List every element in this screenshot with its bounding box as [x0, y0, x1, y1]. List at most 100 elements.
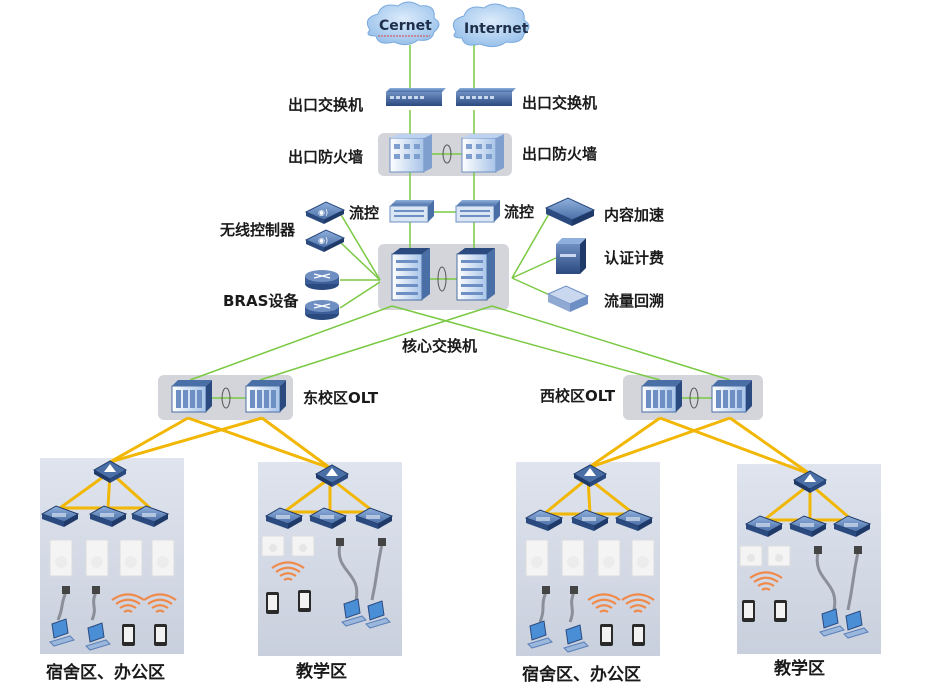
zone-label-teach-west: 教学区: [774, 659, 825, 679]
wireless-ap-icon: [291, 535, 315, 557]
phone-icon: [632, 624, 645, 646]
wireless-ap-icon: [631, 539, 655, 577]
wifi-signal-icon: [143, 593, 177, 613]
bras-label: BRAS设备: [223, 292, 299, 310]
zone-label-dorm-east: 宿舍区、办公区: [46, 663, 165, 683]
fiber-cable-icon: [56, 586, 70, 621]
traffic-trace-icon: [546, 285, 590, 312]
wireless-controller-icon-1: ◉): [304, 201, 346, 224]
zone-label-dorm-west: 宿舍区、办公区: [522, 665, 641, 685]
olt-west-link-ellipse: [689, 387, 699, 409]
egress-switch-left-label: 出口交换机: [288, 96, 364, 114]
wireless-ap-icon: [597, 539, 621, 577]
onu-switch-icon: [354, 507, 394, 529]
optical-splitter-icon: [792, 470, 828, 493]
wireless-ap-icon: [85, 539, 109, 577]
core-switch-right-icon: [456, 248, 495, 301]
phone-icon: [154, 624, 167, 646]
desktop-pc-icon: [563, 624, 589, 653]
optical-splitter-icon: [572, 464, 608, 487]
olt-west-label: 西校区OLT: [540, 387, 616, 405]
desktop-pc-icon: [365, 600, 391, 629]
phone-icon: [774, 600, 787, 622]
olt-east-link-ellipse: [221, 387, 231, 409]
onu-switch-icon: [788, 515, 828, 537]
phone-icon: [122, 624, 135, 646]
wireless-ap-icon: [739, 545, 763, 567]
desktop-pc-icon: [819, 608, 845, 637]
wireless-ap-icon: [261, 535, 285, 557]
fiber-links: [59, 416, 853, 522]
core-switch-label: 核心交换机: [402, 337, 478, 355]
fiber-cable-icon: [538, 586, 550, 623]
fiber-cable-icon: [90, 586, 100, 621]
fiber-cable-icon: [814, 546, 837, 611]
egress-firewall-right-label: 出口防火墙: [522, 145, 598, 163]
svg-text:◉): ◉): [318, 236, 328, 245]
cloud-internet-label: Internet: [464, 21, 529, 37]
olt-east-left-icon: [171, 380, 212, 413]
firewall-link-ellipse: [442, 144, 452, 164]
wireless-ap-icon: [525, 539, 549, 577]
auth-billing-icon: [556, 238, 586, 274]
wireless-controller-label: 无线控制器: [220, 221, 296, 239]
olt-west-right-icon: [711, 380, 752, 413]
desktop-pc-icon: [527, 620, 553, 649]
content-accel-icon: [544, 197, 596, 226]
onu-switch-icon: [570, 509, 610, 531]
flow-control-left-label: 流控: [349, 204, 380, 222]
cloud-cernet: [366, 1, 440, 46]
egress-firewall-left-label: 出口防火墙: [288, 148, 364, 166]
wireless-ap-icon: [767, 545, 791, 567]
cloud-cernet-label: Cernet: [379, 18, 432, 34]
onu-switch-icon: [524, 509, 564, 531]
olt-west-left-icon: [641, 380, 682, 413]
flow-control-right-label: 流控: [504, 203, 535, 221]
wireless-ap-icon: [119, 539, 143, 577]
optical-splitter-icon: [92, 460, 128, 483]
traffic-trace-label: 流量回溯: [604, 292, 665, 310]
firewall-right-icon: [461, 134, 504, 173]
onu-switch-icon: [832, 515, 872, 537]
wifi-signal-icon: [621, 593, 655, 613]
svg-text:◉): ◉): [318, 208, 328, 217]
desktop-pc-icon: [341, 598, 367, 627]
wifi-signal-icon: [111, 593, 145, 613]
firewall-left-icon: [389, 134, 432, 173]
core-link-ellipse: [437, 266, 447, 292]
bras-router-icon-2: [305, 300, 339, 320]
phone-icon: [298, 590, 311, 612]
desktop-pc-icon: [85, 622, 111, 651]
bras-router-icon-1: [305, 270, 339, 290]
desktop-pc-icon: [49, 618, 75, 647]
fiber-cable-icon: [846, 546, 862, 611]
fiber-cable-icon: [568, 586, 578, 623]
wifi-signal-icon: [271, 561, 305, 581]
olt-east-label: 东校区OLT: [303, 389, 379, 407]
olt-east-right-icon: [245, 380, 286, 413]
onu-switch-icon: [130, 505, 170, 527]
fiber-cable-icon: [336, 538, 359, 601]
phone-icon: [266, 592, 279, 614]
onu-switch-icon: [264, 507, 304, 529]
desktop-pc-icon: [843, 610, 869, 639]
onu-switch-icon: [88, 505, 128, 527]
onu-switch-icon: [40, 505, 80, 527]
wireless-ap-icon: [151, 539, 175, 577]
wifi-signal-icon: [587, 593, 621, 613]
flow-control-left-icon: [389, 200, 434, 223]
zone-devices: [40, 460, 872, 653]
onu-switch-icon: [744, 515, 784, 537]
egress-switch-left-icon: [386, 88, 446, 106]
onu-switch-icon: [614, 509, 654, 531]
wireless-ap-icon: [561, 539, 585, 577]
flow-control-right-icon: [455, 200, 500, 223]
content-accel-label: 内容加速: [604, 206, 665, 224]
auth-billing-label: 认证计费: [604, 249, 665, 267]
phone-icon: [742, 600, 755, 622]
egress-switch-right-icon: [456, 88, 516, 106]
wireless-ap-icon: [49, 539, 73, 577]
wireless-controller-icon-2: ◉): [304, 229, 346, 252]
